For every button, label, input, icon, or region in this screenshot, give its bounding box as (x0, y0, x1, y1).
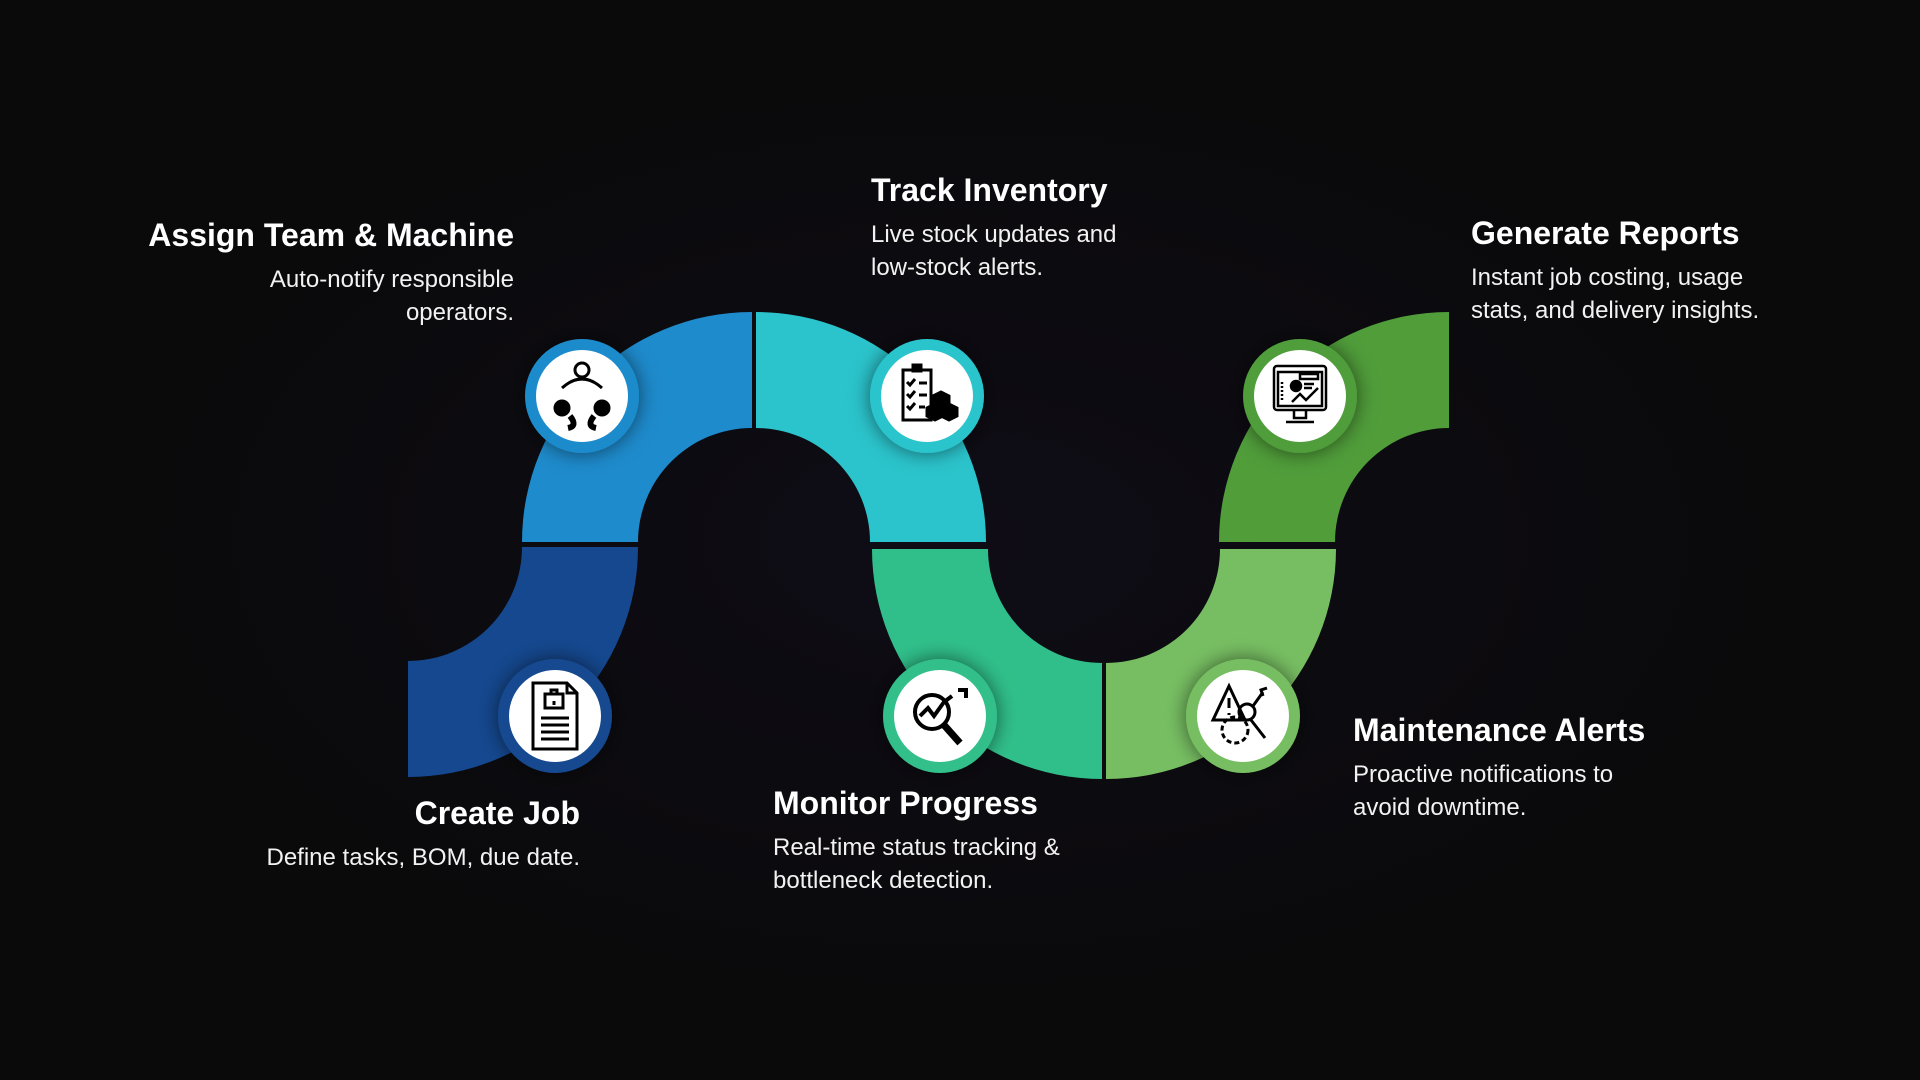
job-document-icon (498, 659, 612, 773)
step-description: Define tasks, BOM, due date. (266, 844, 581, 871)
inventory-checklist-icon (870, 339, 984, 453)
segment-assign-team (522, 312, 752, 542)
step-maintenance-alerts: Maintenance Alerts Proactive notificatio… (1353, 710, 1673, 824)
segment-track-inventory (756, 312, 986, 542)
step-monitor-progress: Monitor Progress Real-time status tracki… (773, 783, 1113, 897)
monitor-report-icon (1243, 339, 1357, 453)
step-title: Create Job (414, 795, 580, 831)
step-assign-team: Assign Team & Machine Auto-notify respon… (148, 215, 514, 329)
step-title: Assign Team & Machine (148, 217, 514, 253)
warning-wrench-icon (1186, 659, 1300, 773)
team-icon (525, 339, 639, 453)
step-description: Live stock updates and low-stock alerts. (871, 221, 1117, 281)
magnifier-chart-icon (883, 659, 997, 773)
step-title: Maintenance Alerts (1353, 712, 1646, 748)
step-title: Track Inventory (871, 172, 1108, 208)
step-description: Auto-notify responsible operators. (269, 266, 514, 326)
segment-create-job (408, 547, 638, 777)
step-title: Generate Reports (1471, 215, 1740, 251)
step-track-inventory: Track Inventory Live stock updates and l… (871, 170, 1161, 284)
step-description: Proactive notifications to avoid downtim… (1353, 761, 1614, 821)
step-generate-reports: Generate Reports Instant job costing, us… (1471, 213, 1781, 327)
step-title: Monitor Progress (773, 785, 1038, 821)
step-description: Real-time status tracking & bottleneck d… (773, 834, 1060, 894)
segment-monitor-progress (872, 549, 1102, 779)
step-description: Instant job costing, usage stats, and de… (1471, 264, 1760, 324)
step-create-job: Create Job Define tasks, BOM, due date. (230, 793, 581, 874)
